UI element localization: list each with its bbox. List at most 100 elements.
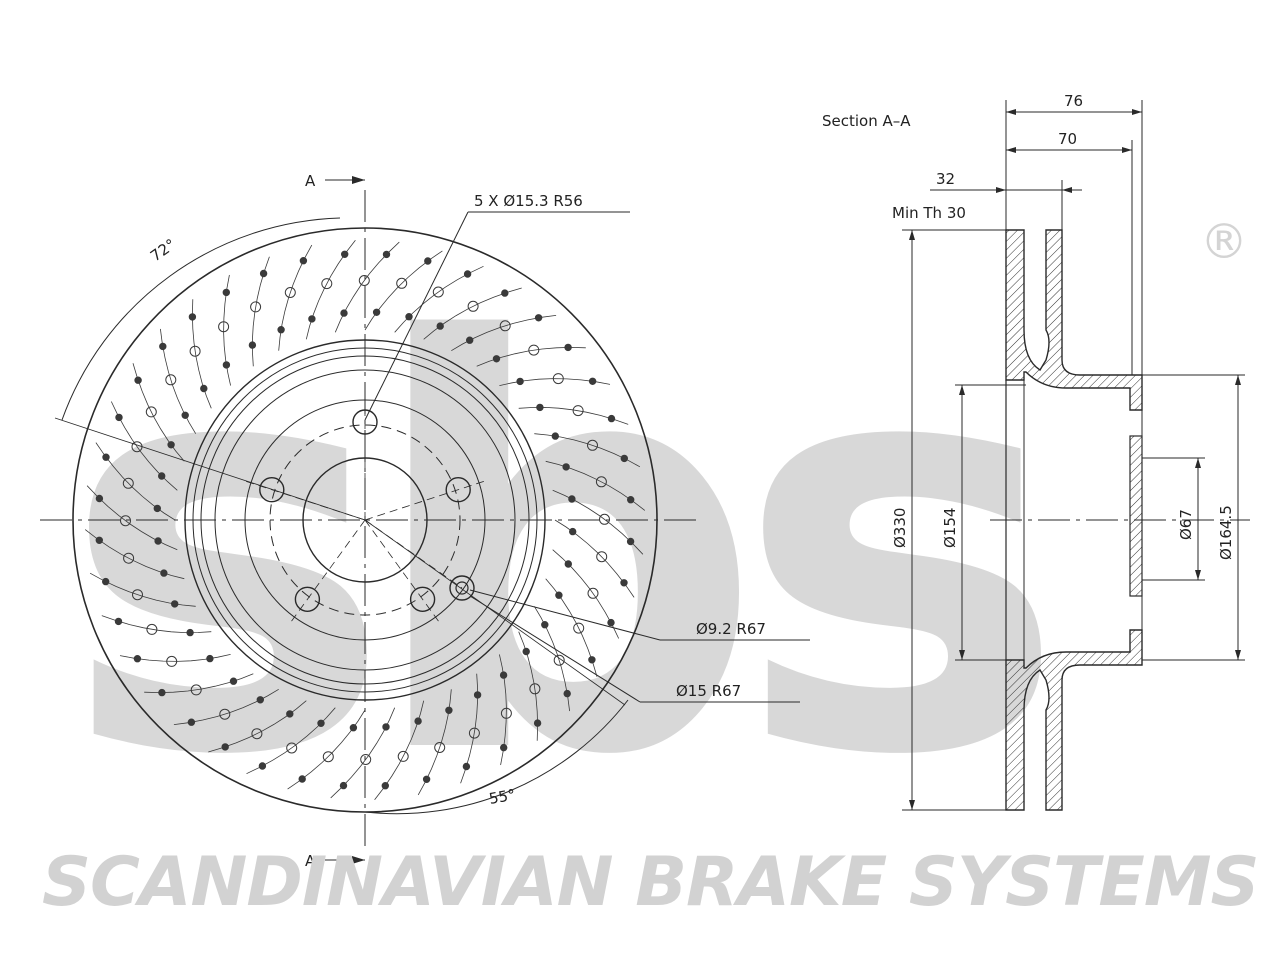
drilled-hole [219, 708, 231, 720]
drilled-hole [102, 577, 110, 586]
angle-leg [54, 417, 366, 521]
drilled-hole [563, 689, 571, 698]
brand-tagline: SCANDINAVIAN BRAKE SYSTEMS [42, 843, 1259, 922]
drilled-hole [222, 361, 231, 369]
drilled-hole [473, 691, 482, 699]
drilled-hole [95, 494, 104, 503]
drilled-hole [405, 313, 413, 321]
small-hole-label: Ø9.2 R67 [696, 620, 766, 638]
drilled-hole [627, 496, 635, 504]
drilled-hole [256, 696, 264, 704]
drilled-hole [381, 782, 389, 790]
section-marker-top: A [305, 172, 316, 190]
drilled-hole [551, 432, 559, 440]
drilled-hole [120, 515, 131, 527]
drilled-hole [607, 414, 616, 423]
drilled-hole [115, 413, 123, 422]
drilled-hole [165, 374, 177, 386]
drilled-hole [620, 454, 628, 463]
drilled-hole [153, 504, 162, 513]
drilled-hole [500, 743, 508, 752]
drilled-hole [122, 477, 134, 489]
drilled-hole [533, 719, 542, 727]
drilled-hole [349, 724, 358, 732]
drilled-hole [321, 278, 333, 290]
drilled-hole [424, 257, 432, 265]
drilled-hole [462, 762, 471, 771]
drilled-hole [340, 309, 348, 317]
drilled-hole [588, 377, 597, 385]
drilled-hole [522, 647, 530, 656]
drilled-hole [382, 250, 391, 259]
drilled-holes-pattern [84, 239, 646, 801]
front-view: 72° 55° A A 5 X Ø15.3 R56 Ø9.2 R67 Ø15 R… [40, 172, 810, 870]
drilled-hole [200, 384, 208, 393]
drilled-hole [341, 250, 349, 259]
drilled-hole [422, 775, 431, 783]
drilled-hole [468, 727, 480, 739]
drilled-hole [396, 277, 408, 289]
drilled-hole [145, 406, 157, 418]
drilled-hole [499, 320, 511, 332]
drilled-hole [432, 286, 444, 298]
drilled-hole [573, 622, 585, 634]
drilled-hole [159, 342, 167, 351]
drilled-hole [541, 621, 549, 629]
drilled-hole [445, 706, 453, 714]
drilled-hole [595, 476, 607, 488]
drilled-hole [206, 654, 214, 663]
drilled-hole [596, 551, 608, 563]
drilled-hole [528, 344, 540, 356]
bolt-hole [409, 586, 436, 612]
radial-line [288, 519, 366, 626]
drilled-hole [572, 405, 584, 417]
drilled-hole [599, 513, 610, 525]
drilled-hole [360, 754, 372, 765]
drilled-hole [620, 579, 628, 587]
drilled-hole [259, 269, 268, 278]
angle-leg [364, 519, 626, 706]
drilled-hole [501, 289, 509, 297]
drilled-hole [588, 656, 596, 664]
drilled-hole [171, 600, 179, 608]
drilled-hole [607, 618, 615, 627]
drilled-hole [587, 587, 599, 599]
drilled-hole [133, 655, 142, 663]
drilled-hole [221, 743, 229, 751]
dim-hat-width: 70 [1058, 130, 1077, 148]
drilled-hole [248, 341, 257, 349]
svg-text:sbs: sbs [60, 226, 1049, 878]
drilled-hole [102, 453, 110, 461]
drilled-hole [181, 411, 189, 419]
drilled-hole [626, 537, 635, 546]
drilled-hole [258, 762, 267, 770]
drilled-hole [317, 719, 325, 727]
drilled-hole [414, 717, 422, 725]
drilled-hole [492, 355, 501, 363]
drilled-hole [553, 654, 565, 666]
large-hole [449, 575, 475, 601]
drilled-hole [467, 300, 479, 312]
dim-overall-width: 76 [1064, 92, 1083, 110]
drilled-hole [568, 495, 576, 503]
radial-centerlines [54, 390, 626, 706]
drilled-hole [434, 742, 446, 753]
drilled-hole [339, 781, 348, 790]
radial-line [364, 479, 489, 521]
drilled-hole [569, 527, 577, 536]
drilled-hole [587, 439, 598, 451]
drilled-hole [534, 314, 543, 322]
drilled-hole [555, 591, 563, 599]
drilled-hole [564, 343, 572, 352]
sbs-logo-watermark: sbs [60, 226, 1079, 878]
drilled-hole [536, 403, 544, 412]
drilled-hole [564, 560, 572, 568]
bolt-hole [445, 477, 471, 503]
drilled-hole [298, 775, 306, 783]
dia-outer: Ø330 [891, 508, 909, 548]
drilled-hole [463, 270, 472, 278]
small-hole [455, 581, 469, 595]
drilled-hole [382, 723, 390, 731]
dia-center-bore: Ø67 [1177, 509, 1195, 540]
section-marker-bottom: A [305, 852, 316, 870]
